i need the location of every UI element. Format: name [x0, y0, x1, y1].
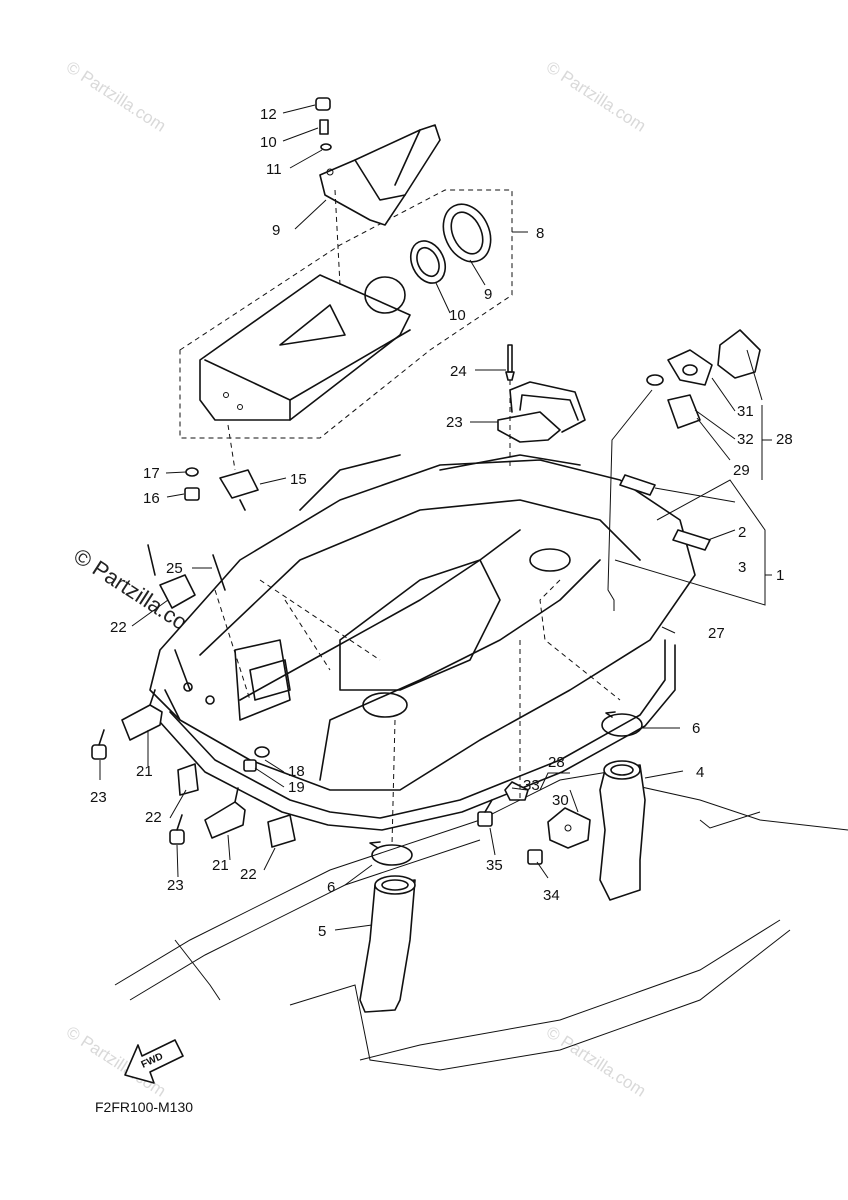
- callout-27: 27: [708, 625, 725, 642]
- callout-2: 2: [738, 524, 746, 541]
- seal-8: [442, 203, 492, 263]
- strip-3: [672, 529, 711, 551]
- callout-22-a: 22: [145, 809, 162, 826]
- bracket-10: [219, 469, 259, 511]
- shim-22a: [177, 763, 199, 796]
- callout-5: 5: [318, 923, 326, 940]
- cable-26: [212, 554, 226, 591]
- callout-16: 12: [260, 106, 277, 123]
- callout-4: 4: [696, 764, 704, 781]
- callout-31: 31: [737, 403, 754, 420]
- deck-cover: [149, 454, 696, 791]
- callout-12: 17: [143, 465, 160, 482]
- bolt-23b: [169, 814, 185, 845]
- intake-cover: [199, 274, 411, 421]
- callout-19: 22: [110, 619, 127, 636]
- callout-21-b: 21: [212, 857, 229, 874]
- callout-26: 25: [166, 560, 183, 577]
- clamp-6-lower: [369, 841, 413, 866]
- plate-30: [547, 807, 591, 849]
- callout-1: 1: [776, 567, 784, 584]
- nut-34: [527, 849, 543, 865]
- watermark-bottom-right: © Partzilla.com: [543, 1022, 649, 1100]
- washer-ring: [646, 374, 664, 386]
- callout-24: 23: [446, 414, 463, 431]
- plate-32: [717, 329, 761, 379]
- callout-8: 9: [484, 286, 492, 303]
- shim-22b: [267, 814, 296, 848]
- callout-14: 10: [260, 134, 277, 151]
- bracket-21a: [121, 689, 163, 741]
- gasket-29: [667, 394, 701, 429]
- strip-2: [619, 474, 656, 496]
- gasket-33: [504, 781, 529, 801]
- callout-23-b: 23: [167, 877, 184, 894]
- callout-9: 10: [449, 307, 466, 324]
- callout-32: 32: [737, 431, 754, 448]
- seal-9: [409, 240, 447, 284]
- fastener-16: [315, 97, 331, 111]
- hose-5: [359, 875, 416, 1013]
- callout-33: 33: [523, 777, 540, 794]
- callout-17: 18: [288, 763, 305, 780]
- nut-11: [184, 487, 200, 501]
- tow-eye-24: [497, 381, 586, 443]
- callout-35: 35: [486, 857, 503, 874]
- bolt-35: [477, 799, 493, 827]
- group-box-7: [179, 189, 513, 439]
- callout-13: 9: [272, 222, 280, 239]
- callout-11: 16: [143, 490, 160, 507]
- callout-28-b: 28: [548, 754, 565, 771]
- bolt-23a: [91, 729, 107, 760]
- callout-21-a: 21: [136, 763, 153, 780]
- hull-deck-outline: [114, 769, 848, 1071]
- callout-25: 24: [450, 363, 467, 380]
- callouts: 12 10 11 9 8 9 10 24 23 17 16 15 25 22 2…: [90, 106, 793, 940]
- callout-23-a: 23: [90, 789, 107, 806]
- washer-15: [320, 143, 332, 151]
- callout-15: 11: [266, 161, 282, 178]
- washer-17: [254, 746, 270, 758]
- callout-6-a: 6: [692, 720, 700, 737]
- fastener-14: [319, 119, 329, 135]
- seal-31: [667, 349, 713, 386]
- callout-29: 29: [733, 462, 750, 479]
- nut-18: [243, 759, 257, 772]
- watermark-top-left: © Partzilla.com: [63, 57, 169, 135]
- deck-seal: [159, 639, 676, 831]
- bracket-13: [319, 124, 441, 226]
- callout-28-a: 28: [776, 431, 793, 448]
- callout-10: 15: [290, 471, 307, 488]
- fwd-arrow-icon: FWD: [124, 1039, 184, 1084]
- bracket-21b: [204, 787, 246, 839]
- construction-lines: [214, 189, 621, 846]
- callout-22-b: 22: [240, 866, 257, 883]
- clamp-6-upper: [601, 711, 643, 737]
- watermark-top-right: © Partzilla.com: [543, 57, 649, 135]
- rivet-25: [505, 344, 515, 381]
- callout-30: 30: [552, 792, 569, 809]
- callout-7: 8: [536, 225, 544, 242]
- diagram-code: F2FR100-M130: [95, 1099, 193, 1115]
- callout-18: 19: [288, 779, 305, 796]
- leader-lines: [99, 104, 772, 931]
- callout-6-b: 6: [327, 879, 335, 896]
- callout-34: 34: [543, 887, 560, 904]
- callout-3: 3: [738, 559, 746, 576]
- hose-4: [599, 760, 646, 901]
- washer-12: [185, 467, 199, 477]
